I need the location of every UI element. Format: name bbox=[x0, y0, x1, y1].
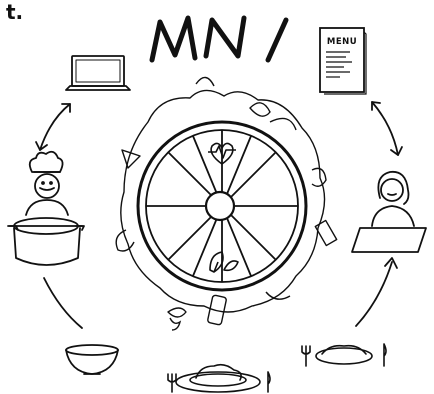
can-doodle bbox=[207, 294, 227, 326]
food-wheel-icon bbox=[115, 76, 338, 326]
broccoli-doodle bbox=[167, 307, 187, 318]
cheese-doodle bbox=[121, 149, 141, 169]
logo-letter-i bbox=[265, 17, 289, 63]
food-doodles bbox=[115, 76, 338, 326]
plated-meal-right bbox=[301, 343, 387, 367]
carrot-doodle bbox=[265, 291, 291, 300]
logo-letter-n bbox=[203, 15, 247, 59]
menu-card-label: MENU bbox=[327, 37, 357, 47]
crumb-squiggle bbox=[169, 317, 182, 331]
menu-card-icon: MENU bbox=[319, 27, 367, 95]
logo-letter-m bbox=[149, 15, 198, 63]
leaf-icon bbox=[209, 251, 239, 273]
seated-diner-icon bbox=[351, 170, 427, 253]
arrow-laptop-chef bbox=[39, 103, 71, 151]
heartbeat-icon bbox=[208, 142, 236, 165]
arrow-menu-diner bbox=[371, 101, 399, 156]
chef-with-pot-icon bbox=[7, 150, 85, 266]
banana-doodle bbox=[269, 117, 297, 131]
mni-logo bbox=[149, 15, 289, 63]
plated-meal-center bbox=[167, 363, 271, 393]
cycle-arrows bbox=[35, 101, 403, 329]
bottle-doodle bbox=[314, 219, 338, 247]
wheel-hub bbox=[204, 190, 236, 222]
empty-bowl-icon bbox=[65, 344, 119, 375]
pepper-doodle bbox=[311, 167, 327, 187]
apple-doodle bbox=[249, 102, 271, 117]
leaf-veg-doodle bbox=[115, 229, 135, 252]
arrow-chef-bowl bbox=[43, 277, 83, 329]
herb-sprig bbox=[195, 76, 215, 87]
laptop-icon bbox=[65, 55, 131, 91]
arrow-plate-diner bbox=[355, 261, 393, 327]
corner-label: t. bbox=[6, 0, 24, 24]
